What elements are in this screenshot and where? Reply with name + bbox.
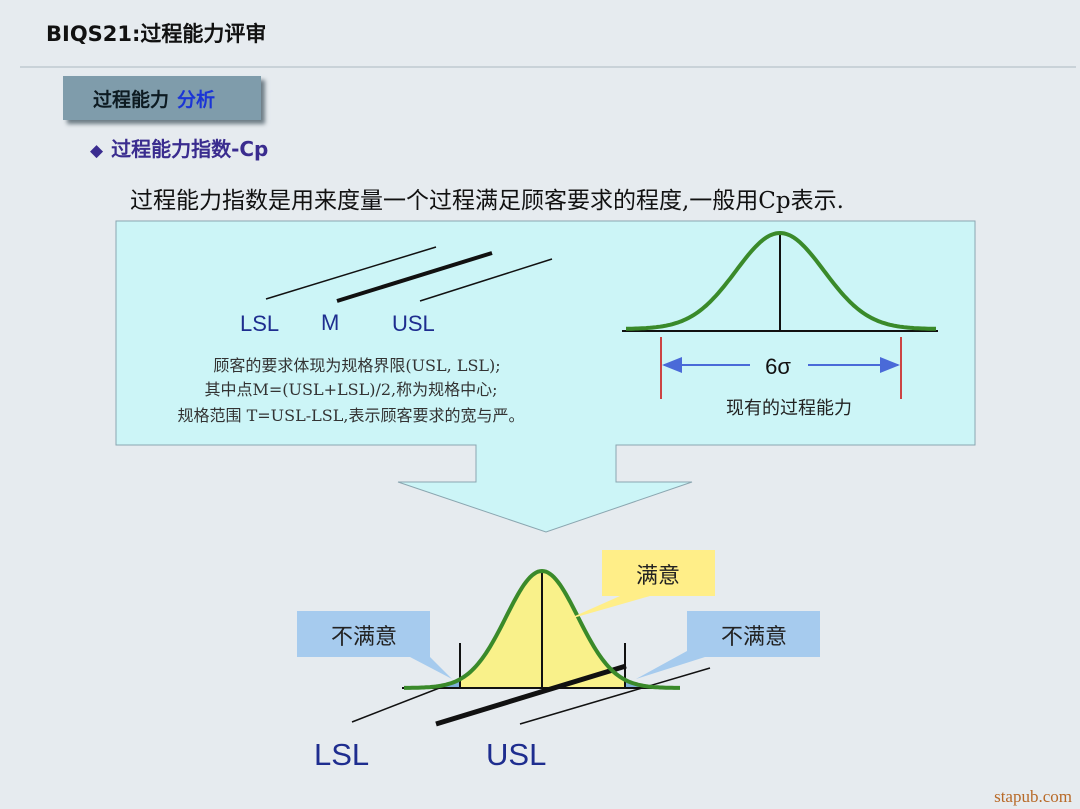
spec-explanation-line-2: 其中点M=(USL+LSL)/2,称为规格中心; [204,380,497,399]
section-heading-text: 过程能力指数-Cp [111,137,269,161]
six-sigma-label: 6σ [765,354,791,379]
section-heading: ◆ 过程能力指数-Cp [90,133,268,162]
satisfied-label: 满意 [636,564,680,589]
bottom-lsl-label: LSL [314,737,369,772]
right-tail-fill [625,679,665,688]
unsatisfied-left-label: 不满意 [331,625,397,650]
unsatisfied-left-box [297,611,430,657]
top-panel-with-arrow [115,220,976,533]
unsatisfied-right-label: 不满意 [721,625,787,650]
page-title: BIQS21:过程能力评审 [46,22,267,46]
m-label: M [321,310,339,335]
satisfied-pointer [566,596,650,620]
bottom-m-line [435,663,627,727]
usl-spec-line [419,258,553,302]
bottom-usl-line [519,667,711,725]
capability-caption: 现有的过程能力 [726,398,852,419]
title-divider [20,66,1076,68]
m-spec-line [336,251,493,303]
section-tab-highlight: 分析 [177,88,216,111]
section-tab-label: 过程能力 [93,88,170,111]
watermark: stapub.com [994,787,1072,806]
bottom-bell-curve [404,568,680,690]
lsl-spec-line [265,246,437,300]
spec-explanation-line-3: 规格范围 T=USL-LSL,表示顾客要求的宽与严。 [178,406,525,425]
diamond-bullet-icon: ◆ [90,141,104,161]
section-tab: 过程能力 分析 [63,76,261,120]
satisfied-box [602,550,715,596]
intro-text: 过程能力指数是用来度量一个过程满足顾客要求的程度,一般用Cp表示. [130,188,844,214]
unsatisfied-right-pointer [636,651,705,679]
usl-label: USL [392,311,435,336]
spec-explanation-line-1: 顾客的要求体现为规格界限(USL, LSL); [213,356,500,375]
left-tail-fill [420,679,460,688]
top-bell-curve [626,230,936,331]
unsatisfied-right-box [687,611,820,657]
bottom-usl-label: USL [486,737,546,772]
lsl-label: LSL [240,311,279,336]
unsatisfied-left-pointer [410,657,452,679]
